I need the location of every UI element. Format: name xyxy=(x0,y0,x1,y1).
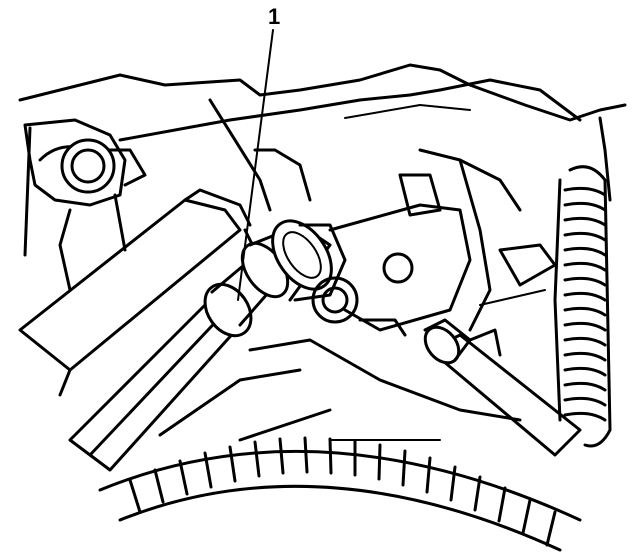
central-housing xyxy=(208,98,557,337)
upper-engine-outline xyxy=(18,63,627,202)
right-conduit xyxy=(553,165,612,448)
left-bracket xyxy=(23,118,147,292)
bottom-conduit xyxy=(98,436,582,552)
housing-bolt-icon xyxy=(382,252,414,284)
lower-engine-outline xyxy=(158,338,522,442)
left-hose xyxy=(68,219,347,472)
callout-label-1: 1 xyxy=(268,4,281,29)
callout-leader-line xyxy=(237,29,274,301)
